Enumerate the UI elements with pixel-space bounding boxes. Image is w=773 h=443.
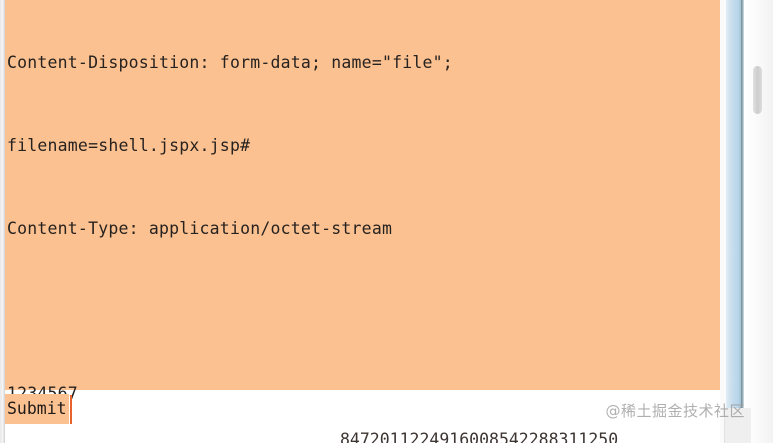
clipped-boundary-line-top: ---------------------------8472011224916… xyxy=(7,0,553,8)
clipped-boundary-line-bottom: 8472011224916008542288311250 xyxy=(340,430,619,443)
scrollbar-gap xyxy=(720,0,726,443)
body-line: 1234567 xyxy=(7,380,767,408)
editor-left-gutter xyxy=(0,0,5,443)
body-line: filename=shell.jspx.jsp# xyxy=(7,135,251,155)
scrollbar-track-edge xyxy=(741,0,744,430)
scrollbar-track-primary[interactable] xyxy=(726,0,742,428)
submit-field-value[interactable]: Submit xyxy=(5,394,69,424)
scrollbar-region[interactable] xyxy=(720,0,773,443)
body-line-blank xyxy=(7,298,767,326)
scrollbar-footer xyxy=(724,408,751,443)
body-line: Content-Type: application/octet-stream xyxy=(7,218,393,238)
scrollbar-thumb[interactable] xyxy=(753,66,762,114)
text-caret xyxy=(70,395,72,424)
body-line: Content-Disposition: form-data; name="fi… xyxy=(7,53,453,73)
selection-highlight-region[interactable] xyxy=(5,0,720,390)
request-body-text[interactable]: Content-Disposition: form-data; name="fi… xyxy=(7,0,767,443)
editor-unselected-region[interactable] xyxy=(5,390,720,443)
